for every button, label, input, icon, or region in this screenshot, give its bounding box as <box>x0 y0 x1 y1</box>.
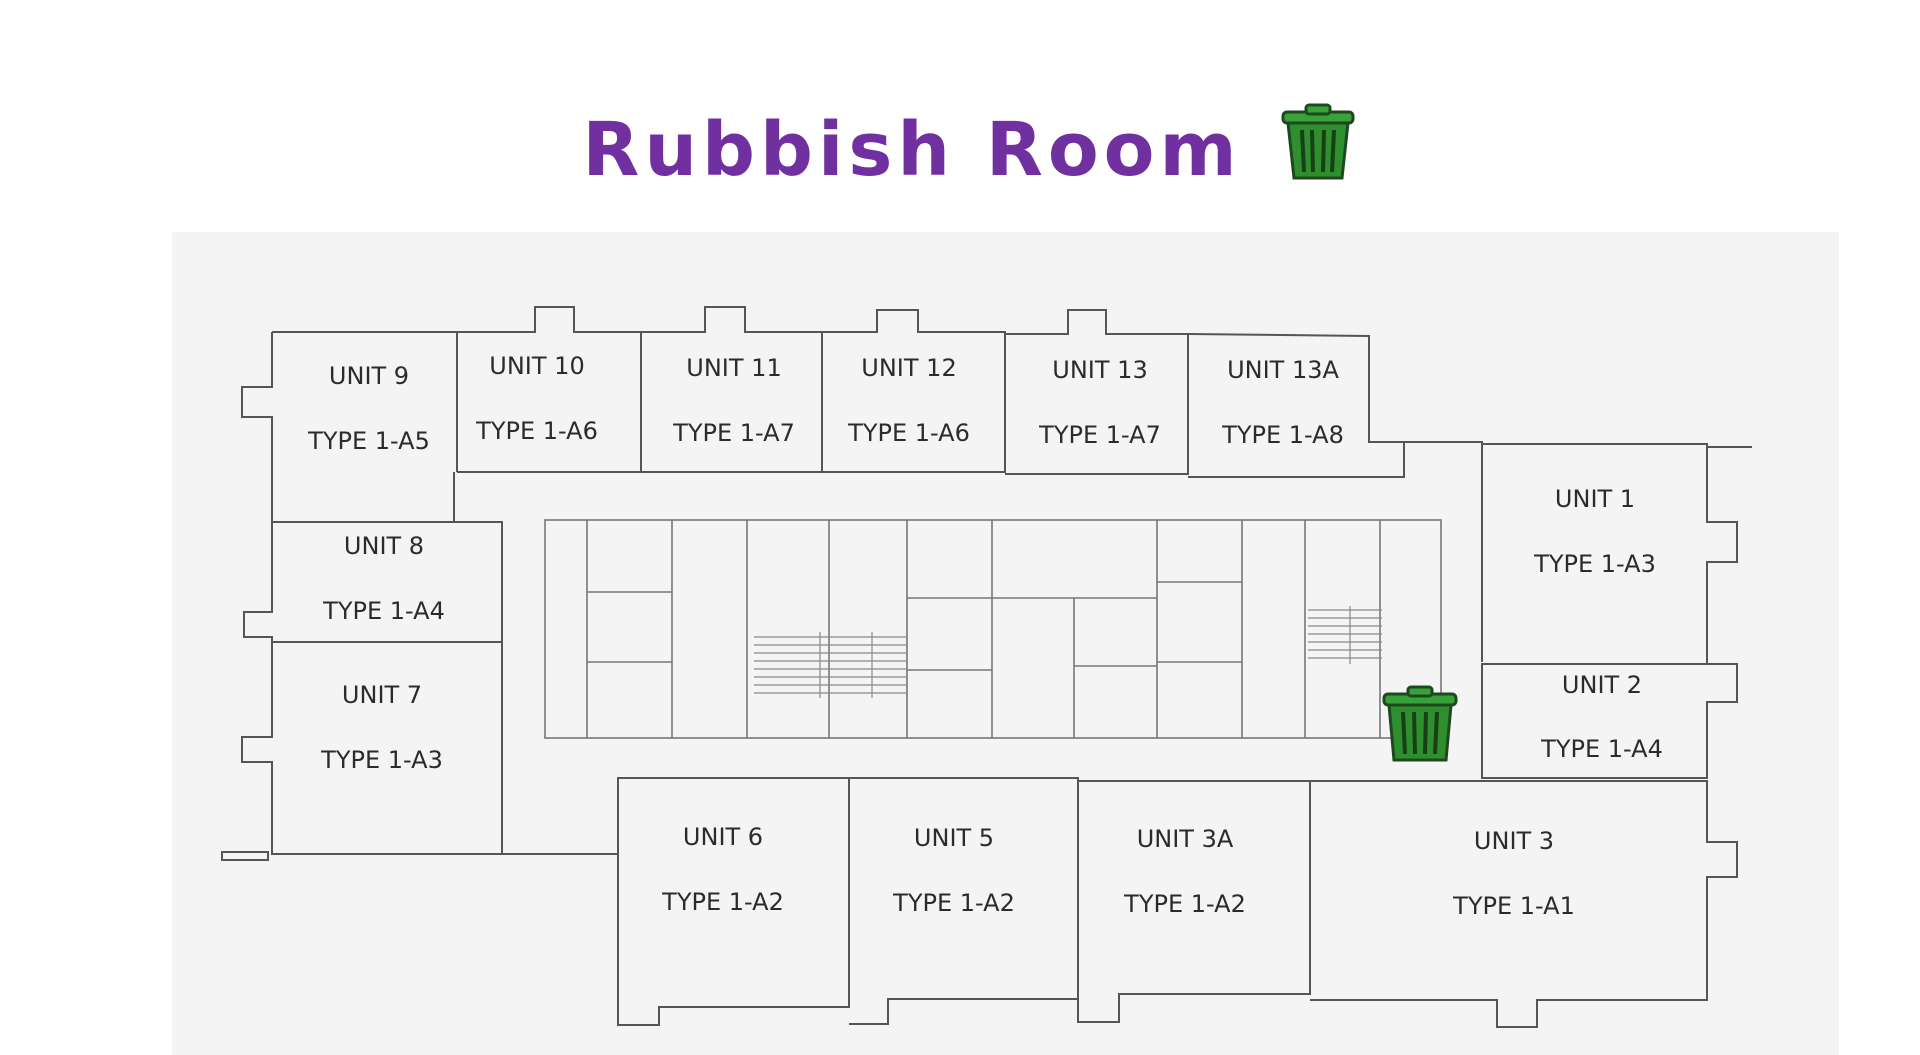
type-label: TYPE 1-A4 <box>322 597 445 625</box>
unit-label: UNIT 10 <box>489 352 584 380</box>
unit-13-outline <box>1005 309 1189 475</box>
unit-8-outline <box>243 521 503 643</box>
type-label: TYPE 1-A4 <box>1540 735 1663 763</box>
unit-label: UNIT 8 <box>344 532 424 560</box>
unit-label: UNIT 11 <box>686 354 781 382</box>
unit-label: UNIT 12 <box>861 354 956 382</box>
central-core <box>544 519 1442 739</box>
rubbish-room-marker-icon <box>1382 685 1458 762</box>
type-label: TYPE 1-A6 <box>847 419 970 447</box>
trash-bin-icon <box>1281 103 1355 180</box>
unit-5-outline <box>849 777 1079 1025</box>
unit-label: UNIT 3A <box>1137 825 1234 853</box>
corridor-east-wall <box>1369 441 1483 662</box>
unit-label: UNIT 3 <box>1474 827 1554 855</box>
unit-label: UNIT 1 <box>1555 485 1635 513</box>
type-label: TYPE 1-A8 <box>1221 421 1344 449</box>
unit-labels: UNIT 9 TYPE 1-A5 UNIT 10 TYPE 1-A6 UNIT … <box>307 352 1663 920</box>
unit-1-outline <box>1482 443 1752 665</box>
unit-7-balcony <box>221 851 269 861</box>
unit-11-outline <box>641 306 823 473</box>
type-label: TYPE 1-A3 <box>320 746 443 774</box>
type-label: TYPE 1-A7 <box>672 419 795 447</box>
type-label: TYPE 1-A6 <box>475 417 598 445</box>
unit-label: UNIT 9 <box>329 362 409 390</box>
type-label: TYPE 1-A2 <box>661 888 784 916</box>
floor-plan-drawing: UNIT 9 TYPE 1-A5 UNIT 10 TYPE 1-A6 UNIT … <box>221 306 1752 1028</box>
unit-label: UNIT 13A <box>1227 356 1339 384</box>
stair-left <box>754 632 907 698</box>
unit-10-outline <box>457 306 642 473</box>
unit-2-outline <box>1481 663 1738 779</box>
title-row: Rubbish Room <box>0 100 1920 200</box>
core-outline <box>544 519 1442 739</box>
type-label: TYPE 1-A2 <box>1123 890 1246 918</box>
type-label: TYPE 1-A7 <box>1038 421 1161 449</box>
type-label: TYPE 1-A1 <box>1452 892 1575 920</box>
unit-label: UNIT 5 <box>914 824 994 852</box>
type-label: TYPE 1-A5 <box>307 427 430 455</box>
unit-outlines <box>221 306 1752 1028</box>
unit-7-outline <box>241 641 503 855</box>
unit-label: UNIT 7 <box>342 681 422 709</box>
unit-label: UNIT 13 <box>1052 356 1147 384</box>
corridor-west-wall <box>502 778 619 855</box>
unit-label: UNIT 2 <box>1562 671 1642 699</box>
unit-label: UNIT 6 <box>683 823 763 851</box>
type-label: TYPE 1-A3 <box>1533 550 1656 578</box>
page-title: Rubbish Room <box>582 107 1242 193</box>
type-label: TYPE 1-A2 <box>892 889 1015 917</box>
floor-plan: UNIT 9 TYPE 1-A5 UNIT 10 TYPE 1-A6 UNIT … <box>172 232 1839 1055</box>
unit-3-outline <box>1310 780 1738 1028</box>
unit-12-outline <box>822 309 1006 473</box>
stair-right <box>1308 606 1382 664</box>
